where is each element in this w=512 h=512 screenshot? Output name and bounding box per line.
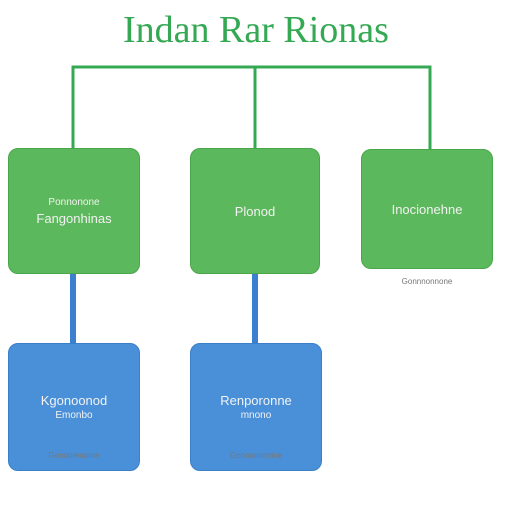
node-blue-left-line1: Kgonoonod (40, 392, 108, 408)
node-blue-center-caption: Gonoonncnine (229, 451, 283, 460)
node-blue-center: Renporonne mnono (190, 343, 322, 471)
node-green-right-caption: Gonnnonnone (401, 277, 453, 286)
node-green-right-line1: Inocionehne (391, 201, 463, 217)
node-green-center-line1: Plonod (234, 203, 276, 219)
diagram-title: Indan Rar Rionas (123, 9, 389, 51)
node-blue-center-line2: mnono (240, 409, 272, 421)
green-bus-line (71, 65, 432, 178)
node-green-left-line2: Fangonhinas (36, 210, 112, 226)
node-green-left: Ponnonone Fangonhinas (8, 148, 140, 274)
node-blue-left: Kgonoonod Emonbo (8, 343, 140, 471)
node-green-left-line1: Ponnonone (48, 196, 100, 208)
node-green-right: Inocionehne (361, 149, 493, 269)
node-blue-center-line1: Renporonne (220, 392, 292, 408)
node-blue-left-line2: Emonbo (55, 409, 93, 421)
node-blue-left-caption: Gondnenonne (48, 451, 100, 460)
node-green-center: Plonod (190, 148, 320, 274)
